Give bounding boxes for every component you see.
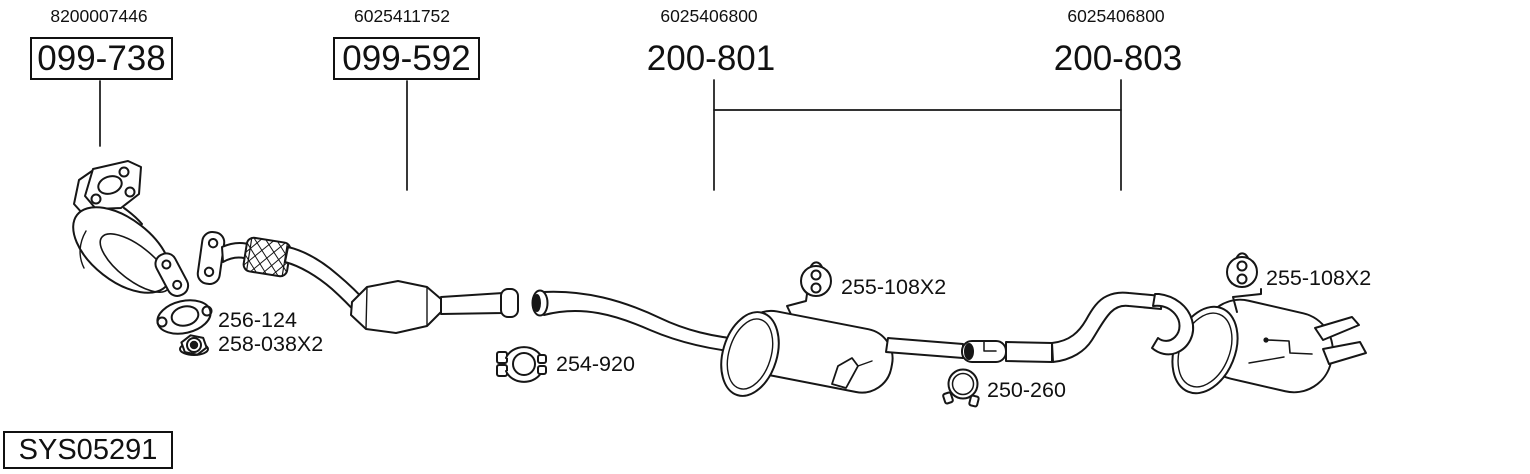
leader-lines [99,79,1122,191]
oe-number-col2: 6025411752 [353,6,451,26]
oe-number-col3: 6025406800 [660,6,758,26]
rubber-hanger-icon [1226,252,1258,288]
braided-flex-icon [242,236,292,278]
gasket-drawing [156,299,213,335]
middle-muffler-drawing [720,261,964,397]
part-number-col3: 200-801 [646,39,776,78]
connector-sleeve-drawing [961,340,1007,363]
flex-pipe-drawing [196,231,369,316]
pipe-clamp-front-icon [496,346,547,383]
front-catalyst-drawing [72,160,190,297]
label-rubber-hanger-middle: 255-108X2 [841,275,947,299]
oe-number-col1: 8200007446 [50,6,148,26]
part-number-box-col1: 099-738 [30,37,173,80]
pipe-clamp-rear-icon [942,368,980,408]
label-pipe-clamp-front: 254-920 [556,352,635,376]
part-number-box-col2: 099-592 [333,37,480,80]
label-flange-nut: 258-038X2 [218,332,324,356]
mid-pipe-drawing [531,289,749,354]
nut-drawing [179,334,209,356]
catalyst-drawing [350,280,519,334]
label-flange-gasket: 256-124 [218,308,297,332]
oe-number-col4: 6025406800 [1067,6,1165,26]
rubber-hanger-icon [800,261,832,297]
label-pipe-clamp-rear: 250-260 [987,378,1066,402]
system-code-box: SYS05291 [3,431,173,469]
label-rubber-hanger-rear: 255-108X2 [1266,266,1372,290]
part-number-col4: 200-803 [1053,39,1183,78]
rear-section-drawing [1005,252,1367,395]
